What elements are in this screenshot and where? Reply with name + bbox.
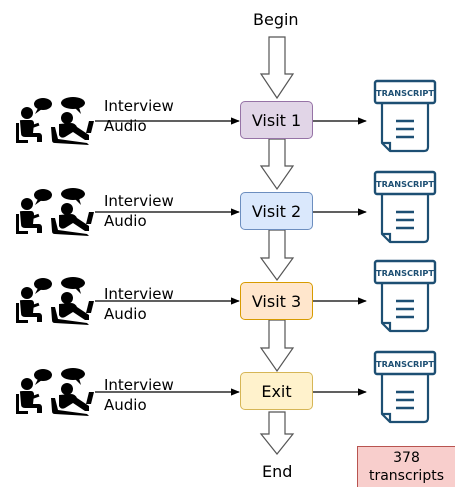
transcript-count-box: 378 transcripts xyxy=(357,446,455,487)
audio-label-4a: Interview xyxy=(104,376,174,394)
interview-people-icon xyxy=(16,277,94,325)
interview-people-icon xyxy=(16,368,94,416)
stage-exit: Exit xyxy=(240,372,313,410)
interview-people-icon xyxy=(16,97,94,145)
flow-arrow-begin xyxy=(259,36,295,100)
stage-visit-2: Visit 2 xyxy=(240,192,313,230)
transcript-count-unit: transcripts xyxy=(368,468,444,484)
transcript-count: 378 xyxy=(393,450,420,466)
audio-label-1b: Audio xyxy=(104,117,147,135)
transcript-doc-label: TRANSCRIPT xyxy=(376,179,434,189)
audio-label-4b: Audio xyxy=(104,396,147,414)
transcript-doc-label: TRANSCRIPT xyxy=(376,359,434,369)
stage-visit-1: Visit 1 xyxy=(240,101,313,139)
interview-people-icon xyxy=(16,188,94,236)
stage-visit-3: Visit 3 xyxy=(240,282,313,320)
audio-label-2b: Audio xyxy=(104,212,147,230)
transcript-document-icon: TRANSCRIPT xyxy=(373,259,437,333)
transcript-document-icon: TRANSCRIPT xyxy=(373,170,437,244)
audio-label-2a: Interview xyxy=(104,192,174,210)
begin-label: Begin xyxy=(253,10,299,29)
transcript-document-icon: TRANSCRIPT xyxy=(373,79,437,153)
flow-arrow-2-3 xyxy=(259,229,295,282)
flow-arrow-3-exit xyxy=(259,319,295,373)
audio-label-3b: Audio xyxy=(104,305,147,323)
end-label: End xyxy=(262,462,293,481)
transcript-doc-label: TRANSCRIPT xyxy=(376,268,434,278)
audio-label-1a: Interview xyxy=(104,97,174,115)
transcript-doc-label: TRANSCRIPT xyxy=(376,88,434,98)
audio-label-3a: Interview xyxy=(104,285,174,303)
flow-arrow-1-2 xyxy=(259,138,295,191)
transcript-document-icon: TRANSCRIPT xyxy=(373,350,437,424)
flow-arrow-end xyxy=(259,411,295,455)
